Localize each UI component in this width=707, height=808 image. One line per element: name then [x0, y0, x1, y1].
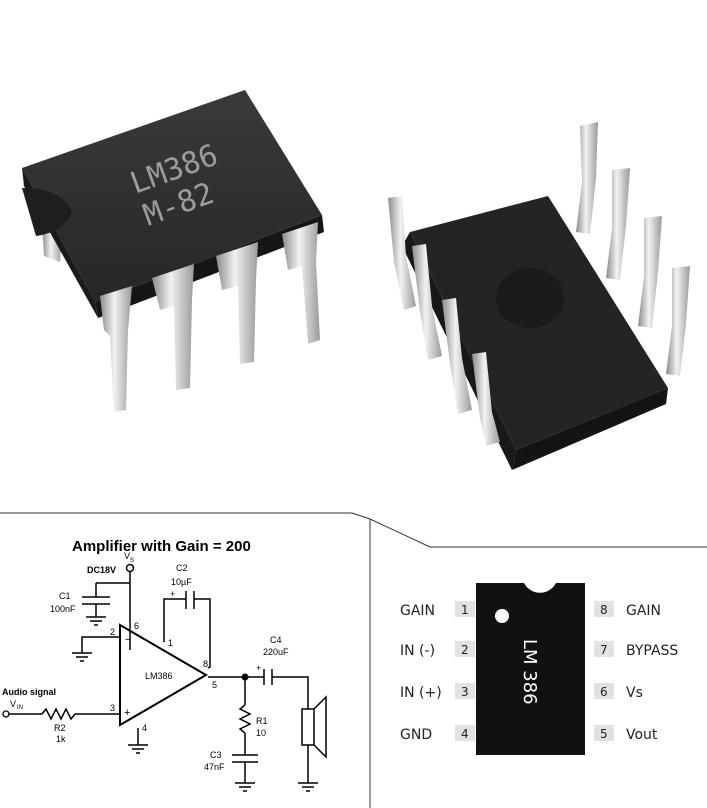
vin-symbol: V [10, 699, 16, 709]
left-chip-front-leads [100, 222, 320, 412]
lower-panel: Amplifier with Gain = 200 [0, 505, 707, 808]
c3-name: C3 [210, 750, 222, 760]
c2-name: C2 [176, 563, 188, 573]
pinout-left-pin-2: 2 IN (-) [400, 641, 475, 659]
pin5-label: 5 [212, 680, 217, 690]
output-node [241, 673, 249, 681]
pinout-right-pin-5: 5 Vout [594, 725, 658, 743]
pin-number: 2 [461, 643, 469, 657]
r2-value: 1k [56, 734, 66, 744]
pin-name: BYPASS [626, 643, 678, 659]
pinout-left-pin-3: 3 IN (+) [400, 683, 475, 701]
supply-terminal [125, 563, 135, 573]
c4-value: 220uF [263, 647, 289, 657]
pin-number: 7 [600, 643, 608, 657]
r2-name: R2 [54, 723, 66, 733]
c3-value: 47nF [204, 762, 225, 772]
pin8-label: 8 [203, 659, 208, 669]
ic-label: LM386 [145, 671, 173, 681]
chip-photo: LM386 M-82 [22, 90, 690, 470]
pin4-label: 4 [142, 723, 147, 733]
pin-number: 6 [600, 685, 608, 699]
left-chip: LM386 M-82 [22, 90, 324, 318]
pin-number: 3 [461, 685, 469, 699]
panel-frame [0, 512, 707, 808]
pin1-label: 1 [168, 638, 173, 648]
pin2-label: 2 [110, 627, 115, 637]
pin3-label: 3 [110, 703, 115, 713]
pin1-dimple [496, 268, 564, 328]
pinout-right-pin-6: 6 Vs [594, 683, 643, 701]
pinout-left-pin-4: 4 GND [400, 725, 475, 743]
schematic: Amplifier with Gain = 200 [2, 538, 327, 792]
c4-name: C4 [270, 635, 282, 645]
pin-name: Vs [626, 685, 643, 701]
c2-value: 10µF [171, 577, 192, 587]
pinout-right-pin-8: 8 GAIN [594, 601, 661, 619]
r1-name: R1 [256, 716, 268, 726]
pin-name: GAIN [400, 603, 435, 619]
c1-name: C1 [59, 591, 71, 601]
r1-value: 10 [256, 728, 266, 738]
pinout-chip-body [476, 583, 585, 755]
vin-sub: IN [17, 705, 23, 711]
pinout-left-pin-1: 1 GAIN [400, 601, 475, 619]
c2-plus: + [170, 589, 175, 599]
input-label: Audio signal [2, 687, 56, 697]
pin-number: 1 [461, 603, 469, 617]
supply-sub: S [130, 558, 134, 564]
supply-label: DC18V [87, 565, 116, 575]
pin-number: 4 [461, 727, 469, 741]
pinout-right-pin-7: 7 BYPASS [594, 641, 678, 659]
c1-value: 100nF [50, 604, 76, 614]
pin1-marker [495, 609, 509, 623]
pinout-diagram: LM 386 1 GAIN 2 IN (-) 3 IN (+) 4 GND 8 … [400, 583, 678, 755]
inverting-sign: − [125, 634, 131, 646]
schematic-title: Amplifier with Gain = 200 [72, 538, 251, 555]
pin-name: IN (-) [400, 643, 435, 659]
pin-name: IN (+) [400, 685, 442, 701]
pin-number: 5 [600, 727, 608, 741]
pin6-label: 6 [134, 621, 139, 631]
pin-name: GAIN [626, 603, 661, 619]
pinout-chip-label: LM 386 [519, 639, 540, 705]
right-chip [388, 122, 690, 470]
pin-name: Vout [626, 727, 658, 743]
pin-name: GND [400, 727, 432, 743]
supply-symbol: V [124, 551, 130, 561]
pin-number: 8 [600, 603, 608, 617]
noninverting-sign: + [124, 707, 130, 719]
c4-plus: + [256, 663, 261, 673]
input-terminal [2, 710, 10, 718]
schematic-wires [6, 571, 327, 792]
